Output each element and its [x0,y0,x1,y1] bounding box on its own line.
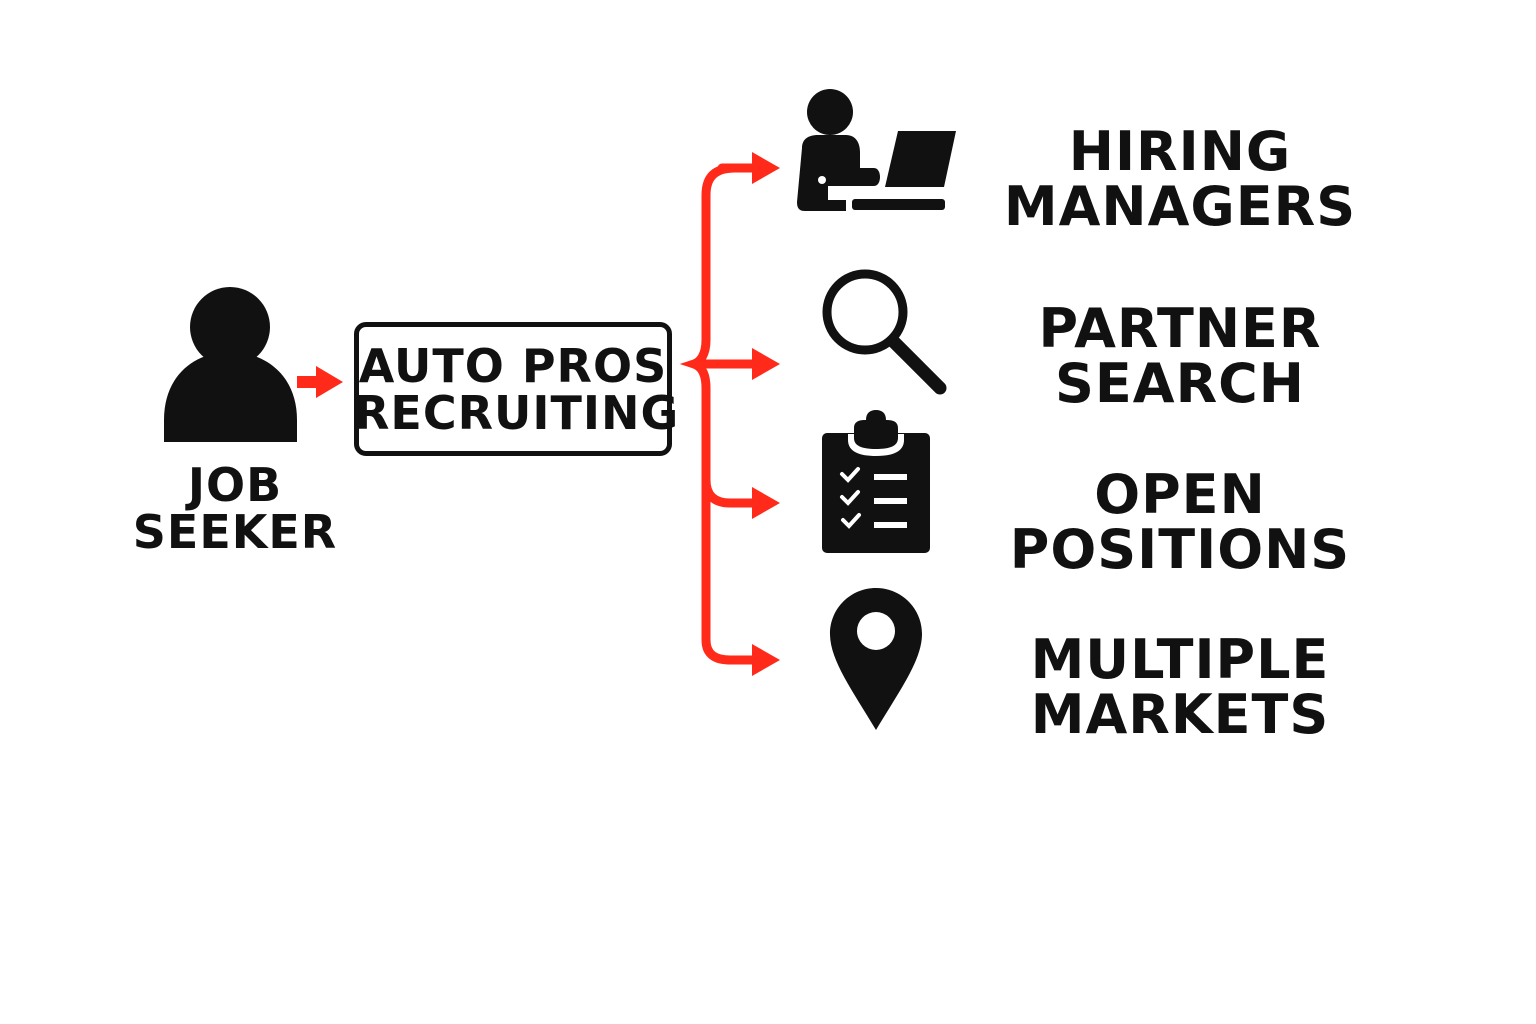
target-label-line-1: MULTIPLE [1030,628,1330,691]
arrowhead-hiring [752,152,780,184]
target-label-open-positions: OPEN POSITIONS [990,467,1370,577]
person-at-laptop-icon [797,89,956,211]
target-label-line-2: POSITIONS [1009,518,1351,582]
arrowhead-markets [752,644,780,676]
target-label-partner-search: PARTNER SEARCH [990,301,1370,411]
hub-label-line-2: RECRUITING [354,385,680,440]
arrowhead-partner [752,348,780,380]
target-label-line-2: MARKETS [1030,683,1330,747]
source-label-line-2: SEEKER [132,504,338,559]
magnifying-glass-icon [822,269,947,395]
hub-box [354,322,672,456]
branch-arrowheads [752,152,780,676]
source-label-line-1: JOB [187,458,283,512]
arrowhead-open [752,487,780,519]
person-icon [164,287,297,442]
hub-label-line-1: AUTO PROS [358,339,668,393]
laptop-person-hand-cutout [818,176,826,184]
arrow-seeker-to-hub [297,366,343,398]
target-label-line-2: MANAGERS [1003,175,1357,239]
target-label-hiring-managers: HIRING MANAGERS [990,124,1370,234]
target-label-multiple-markets: MULTIPLE MARKETS [990,632,1370,742]
branch-connector [679,163,763,665]
target-label-line-1: PARTNER [1038,297,1322,360]
source-label: JOB SEEKER [110,462,360,556]
target-label-line-1: HIRING [1068,120,1292,183]
target-label-line-1: OPEN [1094,463,1266,526]
clipboard-checklist-icon [822,410,930,553]
map-pin-icon [830,588,922,730]
target-label-line-2: SEARCH [1055,352,1305,416]
hub-label: AUTO PROS RECRUITING [354,339,680,440]
